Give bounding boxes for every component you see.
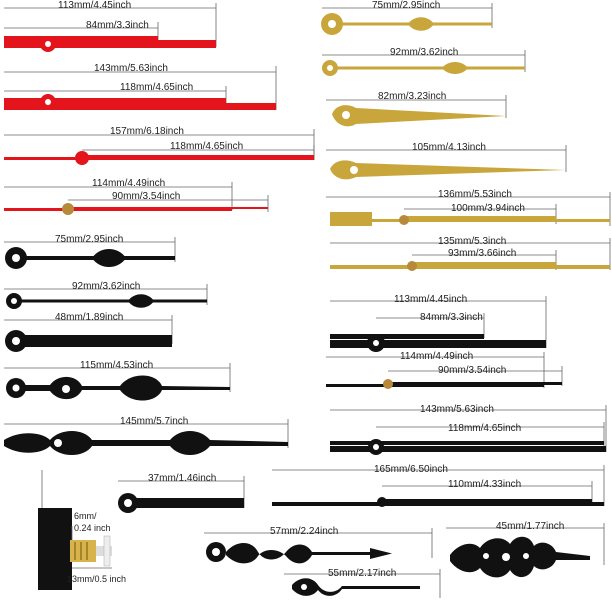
black-spade-2-label: 92mm/3.62inch [72,281,140,292]
gold-bar-hand-set-1: 136mm/5.53inch 100mm/3.94inch [326,189,611,226]
black-pair-3-short-label: 118mm/4.65inch [448,423,521,434]
red-4-short-label: 90mm/3.54inch [112,191,180,202]
black-spade-hand-1: 75mm/2.95inch [4,234,176,269]
black-bar-label: 48mm/1.89inch [55,312,123,323]
black-ornate-hand-2: 145mm/5.7inch [4,416,289,455]
black-ornate-1-label: 115mm/4.53inch [80,360,153,371]
black-spade-hand-2: 92mm/3.62inch [4,281,208,309]
black-pair-4-long-label: 165mm/6.50inch [374,464,448,475]
black-fleur-hand: 45mm/1.77inch [446,521,605,578]
red-3-short-label: 118mm/4.65inch [170,141,243,152]
red-hand-set-4: 114mm/4.49inch 90mm/3.54inch [4,178,269,215]
red-1-long-label: 113mm/4.45inch [58,0,131,11]
black-pair-3-long-label: 143mm/5.63inch [420,404,494,415]
gold-bar-2-long-label: 135mm/5.3inch [438,236,506,247]
gold-bar-2-short-label: 93mm/3.66inch [448,248,516,259]
thread-label-1: 6mm/ [74,511,97,521]
black-pair-2-short-label: 90mm/3.54inch [438,365,506,376]
red-hand-set-2: 143mm/5.63inch 118mm/4.65inch [4,63,277,110]
gold-sword-1-label: 82mm/3.23inch [378,91,446,102]
gold-spade-2-label: 92mm/3.62inch [390,47,458,58]
black-filigree-1-label: 57mm/2.24inch [270,526,338,537]
black-hand-pair-3: 143mm/5.63inch 118mm/4.65inch [330,404,607,455]
red-hand-set-1: 113mm/4.45inch 84mm/3.3inch [4,0,217,52]
black-filigree-hand-1: 57mm/2.24inch [204,526,433,564]
gold-bar-1-short-label: 100mm/3.94inch [451,203,525,214]
gold-spade-hand-2: 92mm/3.62inch [322,47,526,76]
black-pair-1-long-label: 113mm/4.45inch [394,294,467,305]
black-ornate-hand-1: 115mm/4.53inch [4,360,231,401]
black-pair-2-long-label: 114mm/4.49inch [400,351,473,362]
gold-sword-hand-1: 82mm/3.23inch [326,91,507,127]
black-hand-pair-4: 165mm/6.50inch 110mm/4.33inch [272,464,605,507]
black-bar-hand-small: 37mm/1.46inch [118,473,245,513]
black-hand-pair-1: 113mm/4.45inch 84mm/3.3inch [330,294,547,352]
gold-sword-hand-2: 105mm/4.13inch [326,142,567,180]
black-filigree-hand-2: 55mm/2.17inch [284,568,441,598]
black-bar-small-label: 37mm/1.46inch [148,473,216,484]
hand-hub [62,203,74,215]
gold-bar-hand-set-2: 135mm/5.3inch 93mm/3.66inch [330,236,611,271]
red-4-long-label: 114mm/4.49inch [92,178,165,189]
shaft-label: 13mm/0.5 inch [67,574,126,584]
black-ornate-2-label: 145mm/5.7inch [120,416,188,427]
red-3-long-label: 157mm/6.18inch [110,126,184,137]
thread-label-2: 0.24 inch [74,523,111,533]
black-fleur-label: 45mm/1.77inch [496,521,564,532]
red-minute-hand [4,40,216,48]
movement-box [38,508,72,590]
hand-hub [75,151,89,165]
black-bar-hand: 48mm/1.89inch [4,312,173,352]
black-hand-pair-2: 114mm/4.49inch 90mm/3.54inch [326,351,563,389]
red-2-short-label: 118mm/4.65inch [120,82,193,93]
movement-mechanism: 6mm/ 0.24 inch 13mm/0.5 inch [38,470,126,590]
black-filigree-2-label: 55mm/2.17inch [328,568,396,579]
brass-shaft [70,540,96,562]
gold-spade-1-label: 75mm/2.95inch [372,0,440,11]
gold-bar-1-long-label: 136mm/5.53inch [438,189,512,200]
black-pair-1-short-label: 84mm/3.3inch [420,312,483,323]
red-1-short-label: 84mm/3.3inch [86,20,149,31]
gold-sword-2-label: 105mm/4.13inch [412,142,486,153]
black-pair-4-short-label: 110mm/4.33inch [448,479,521,490]
black-spade-1-label: 75mm/2.95inch [55,234,123,245]
red-hand-set-3: 157mm/6.18inch 118mm/4.65inch [4,126,315,165]
red-2-long-label: 143mm/5.63inch [94,63,168,74]
gold-spade-hand-1: 75mm/2.95inch [321,0,493,35]
red-hour-hand [4,36,158,41]
